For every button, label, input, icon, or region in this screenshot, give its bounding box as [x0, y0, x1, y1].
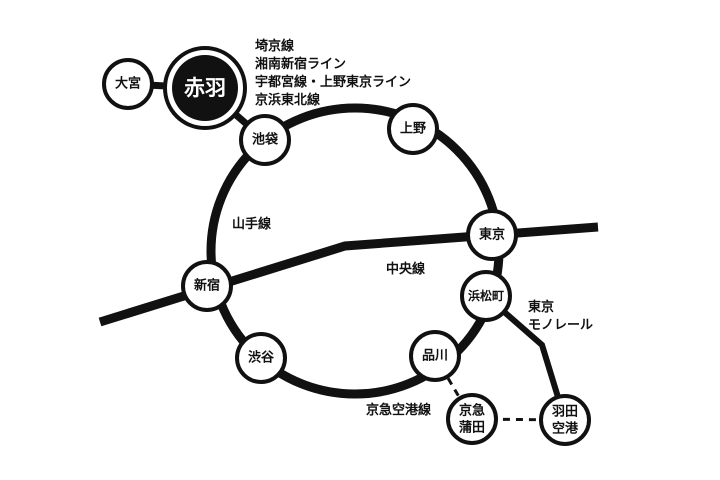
- label-yamanote-line: 山手線: [232, 216, 272, 232]
- label-shonan-shinjuku-line: 湘南新宿ライン: [255, 56, 346, 72]
- station-tokyo-label: 東京: [479, 227, 505, 243]
- station-tokyo[interactable]: 東京: [466, 209, 518, 261]
- station-hamamatsucho-label: 浜松町: [468, 288, 504, 303]
- station-shinjuku-label: 新宿: [194, 278, 220, 294]
- station-shinagawa-label: 品川: [422, 349, 448, 364]
- station-keikyu-kamata-label-2: 蒲田: [459, 420, 485, 436]
- station-akabane-label: 赤羽: [184, 76, 226, 100]
- label-chuo-line: 中央線: [386, 261, 426, 277]
- station-shibuya-label: 渋谷: [248, 350, 275, 366]
- station-ueno[interactable]: 上野: [387, 103, 439, 155]
- label-monorail-1: 東京: [528, 299, 554, 315]
- label-monorail-2: モノレール: [528, 318, 593, 333]
- station-keikyu-kamata-label-1: 京急: [459, 403, 485, 419]
- label-keihin-tohoku-line: 京浜東北線: [255, 92, 321, 108]
- keikyu-airport-line: [433, 355, 566, 422]
- station-shinjuku[interactable]: 新宿: [181, 260, 233, 312]
- station-shinagawa[interactable]: 品川: [409, 330, 461, 382]
- station-omiya-label: 大宮: [115, 76, 141, 92]
- station-omiya[interactable]: 大宮: [102, 58, 154, 110]
- label-saikyo-line: 埼京線: [255, 38, 295, 54]
- label-utsunomiya-line: 宇都宮線・上野東京ライン: [255, 74, 411, 90]
- station-hamamatsucho[interactable]: 浜松町: [460, 270, 512, 322]
- station-keikyu-kamata[interactable]: 京急 蒲田: [446, 393, 498, 445]
- label-keikyu-airport-line: 京急空港線: [366, 402, 432, 418]
- station-ueno-label: 上野: [400, 122, 426, 137]
- station-akabane[interactable]: 赤羽: [163, 46, 247, 130]
- chuo-line: [98, 222, 599, 327]
- station-shibuya[interactable]: 渋谷: [235, 332, 287, 384]
- station-haneda-airport-label-2: 空港: [552, 421, 579, 437]
- station-haneda-airport-label-1: 羽田: [552, 405, 578, 420]
- station-ikebukuro[interactable]: 池袋: [239, 114, 291, 166]
- station-haneda-airport[interactable]: 羽田 空港: [539, 394, 591, 446]
- station-ikebukuro-label: 池袋: [252, 132, 279, 148]
